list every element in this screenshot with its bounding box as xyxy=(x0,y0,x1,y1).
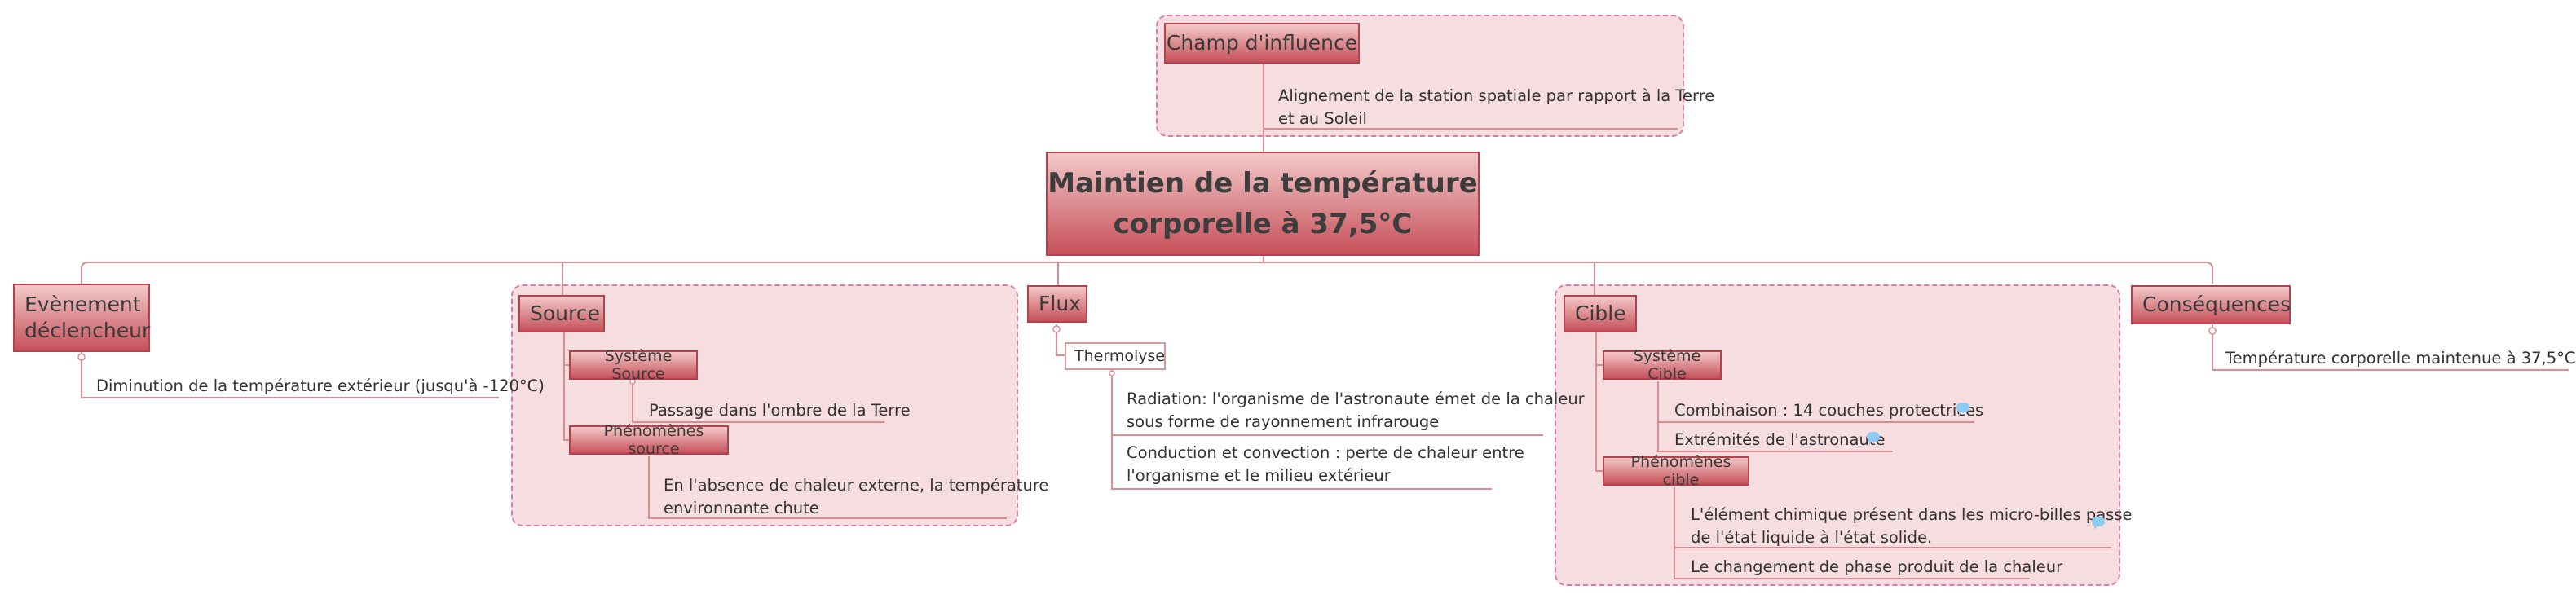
radiation-leaf-line1: Radiation: l'organisme de l'astronaute é… xyxy=(1127,390,1585,408)
source-topic[interactable]: Source xyxy=(518,295,605,332)
evenement-line2: déclencheur xyxy=(24,319,151,342)
thermolyse-label: Thermolyse xyxy=(1074,347,1166,365)
note-icon[interactable] xyxy=(1867,432,1880,445)
evenement-line1: Evènement xyxy=(24,293,141,316)
changement-phase-leaf-text: Le changement de phase produit de la cha… xyxy=(1691,557,2063,576)
changement-phase-leaf[interactable]: Le changement de phase produit de la cha… xyxy=(1691,556,2062,579)
evenement-topic[interactable]: Evènement déclencheur xyxy=(13,284,150,352)
champ-leaf-line1: Alignement de la station spatiale par ra… xyxy=(1278,86,1715,105)
conduction-leaf-line2: l'organisme et le milieu extérieur xyxy=(1127,466,1391,485)
champ-leaf-line2: et au Soleil xyxy=(1278,109,1367,128)
note-icon[interactable] xyxy=(2092,517,2105,530)
cible-boundary xyxy=(1555,284,2120,586)
note-icon[interactable] xyxy=(1956,403,1969,416)
evenement-leaf-text: Diminution de la température extérieur (… xyxy=(96,376,545,395)
consequences-topic[interactable]: Conséquences xyxy=(2131,285,2291,324)
consequences-leaf-text: Température corporelle maintenue à 37,5°… xyxy=(2225,349,2576,368)
radiation-leaf[interactable]: Radiation: l'organisme de l'astronaute é… xyxy=(1127,388,1585,434)
combinaison-leaf-text: Combinaison : 14 couches protectrices xyxy=(1674,401,1984,420)
phenomenes-source-leaf-line2: environnante chute xyxy=(664,499,819,517)
cible-label: Cible xyxy=(1575,302,1626,325)
systeme-source-topic[interactable]: Système Source xyxy=(569,347,698,383)
systeme-source-leaf-text: Passage dans l'ombre de la Terre xyxy=(649,401,911,420)
systeme-cible-topic[interactable]: Système Cible xyxy=(1603,347,1722,383)
element-chimique-leaf[interactable]: L'élément chimique présent dans les micr… xyxy=(1691,504,2133,549)
phenomenes-cible-topic[interactable]: Phénomènes cible xyxy=(1603,453,1749,489)
champ-influence-leaf[interactable]: Alignement de la station spatiale par ra… xyxy=(1278,85,1714,130)
phenomenes-source-label: Phénomènes source xyxy=(603,422,704,458)
champ-influence-label: Champ d'influence xyxy=(1166,31,1358,55)
consequences-leaf[interactable]: Température corporelle maintenue à 37,5°… xyxy=(2225,347,2576,370)
flux-label: Flux xyxy=(1039,292,1081,315)
systeme-source-leaf[interactable]: Passage dans l'ombre de la Terre xyxy=(649,399,911,422)
systeme-source-label: Système Source xyxy=(604,347,673,383)
source-label: Source xyxy=(530,302,600,325)
radiation-leaf-line2: sous forme de rayonnement infrarouge xyxy=(1127,412,1440,431)
conduction-leaf[interactable]: Conduction et convection : perte de chal… xyxy=(1127,442,1524,487)
evenement-leaf[interactable]: Diminution de la température extérieur (… xyxy=(96,375,545,398)
extremites-leaf[interactable]: Extrémités de l'astronaute xyxy=(1674,429,1885,451)
extremites-leaf-text: Extrémités de l'astronaute xyxy=(1674,430,1886,449)
systeme-cible-label: Système Cible xyxy=(1633,347,1701,383)
thermolyse-topic[interactable]: Thermolyse xyxy=(1065,342,1166,370)
element-chimique-leaf-line1: L'élément chimique présent dans les micr… xyxy=(1691,505,2133,524)
phenomenes-cible-label: Phénomènes cible xyxy=(1630,453,1731,489)
cible-topic[interactable]: Cible xyxy=(1564,295,1637,332)
element-chimique-leaf-line2: de l'état liquide à l'état solide. xyxy=(1691,528,1933,547)
phenomenes-source-leaf[interactable]: En l'absence de chaleur externe, la temp… xyxy=(664,474,1048,520)
central-topic[interactable]: Maintien de la température corporelle à … xyxy=(1046,152,1480,256)
phenomenes-source-topic[interactable]: Phénomènes source xyxy=(569,422,729,458)
flux-topic[interactable]: Flux xyxy=(1027,285,1087,323)
central-topic-line2: corporelle à 37,5°C xyxy=(1113,208,1413,240)
conduction-leaf-line1: Conduction et convection : perte de chal… xyxy=(1127,443,1524,462)
central-topic-line1: Maintien de la température xyxy=(1048,167,1478,200)
champ-influence-topic[interactable]: Champ d'influence xyxy=(1164,23,1360,64)
phenomenes-source-leaf-line1: En l'absence de chaleur externe, la temp… xyxy=(664,476,1049,495)
combinaison-leaf[interactable]: Combinaison : 14 couches protectrices xyxy=(1674,399,1983,422)
consequences-label: Conséquences xyxy=(2142,293,2291,316)
